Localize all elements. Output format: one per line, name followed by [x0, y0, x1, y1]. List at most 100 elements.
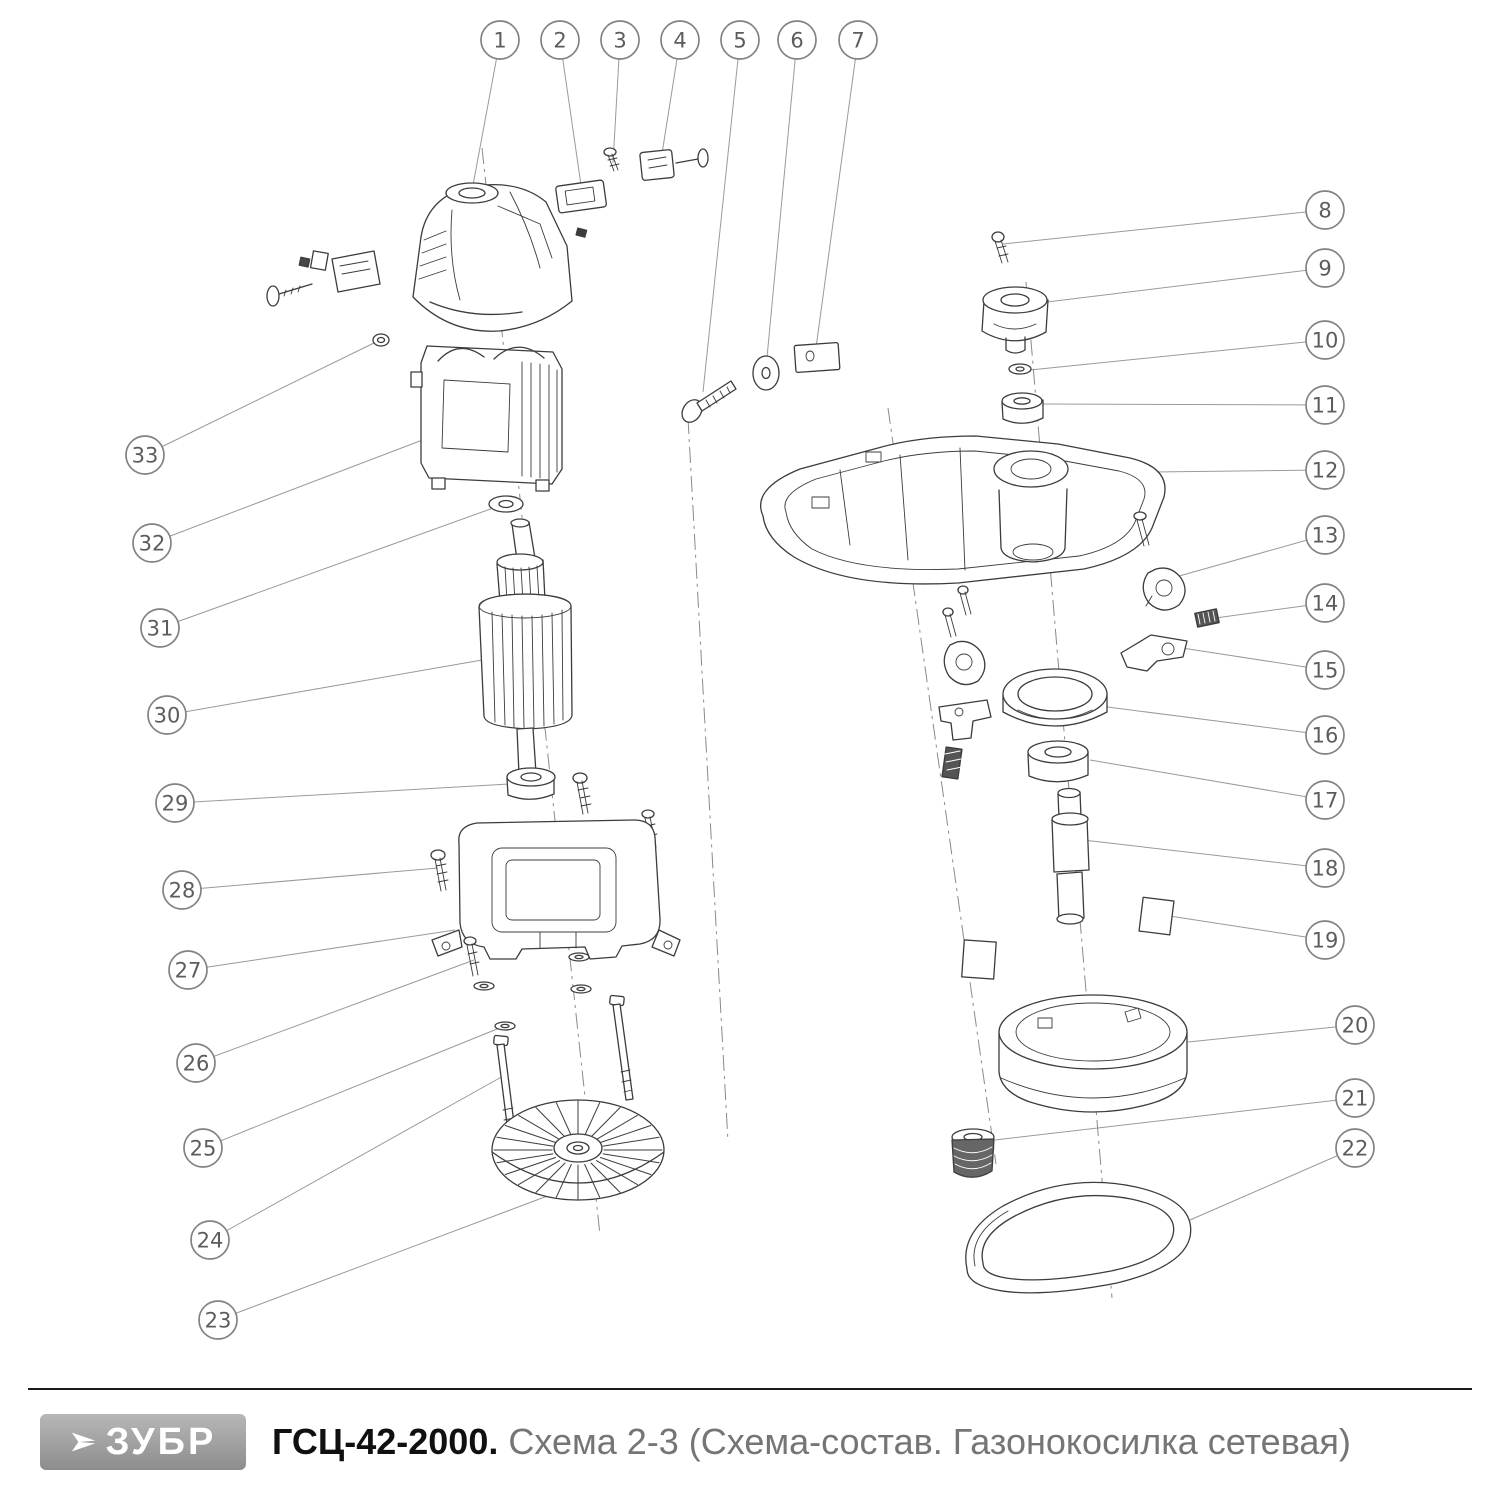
- callout-number: 22: [1342, 1137, 1369, 1161]
- callout-circle: [155, 783, 195, 823]
- zubr-arrow-icon: [71, 1432, 95, 1452]
- part-carbon-brush-left: [266, 250, 381, 307]
- parts-layer: [266, 147, 1220, 1294]
- callout-number: 13: [1312, 524, 1339, 548]
- callout-28: 28: [162, 870, 202, 910]
- fan-fin: [595, 1160, 638, 1186]
- callout-21: 21: [1335, 1078, 1375, 1118]
- callout-number: 11: [1312, 394, 1339, 418]
- callout-number: 14: [1312, 592, 1339, 616]
- callout-circle: [1305, 920, 1345, 960]
- callout-circle: [1305, 450, 1345, 490]
- part-hex-nut: [372, 333, 390, 347]
- callout-number: 9: [1318, 257, 1331, 281]
- callout-18: 18: [1305, 848, 1345, 888]
- callout-11: 11: [1305, 385, 1345, 425]
- part-screw-8: [991, 231, 1009, 264]
- callout-number: 15: [1312, 659, 1339, 683]
- part-screw-28: [430, 849, 449, 892]
- callout-number: 3: [613, 29, 626, 53]
- leader-line-20: [1187, 1024, 1356, 1043]
- footer-divider: [28, 1388, 1472, 1390]
- part-bearing-17: [1027, 740, 1089, 783]
- fan-fin: [555, 1164, 572, 1198]
- callout-number: 16: [1312, 724, 1339, 748]
- leader-line-28: [181, 867, 439, 891]
- callout-circle: [660, 20, 700, 60]
- fan-fins: [493, 1100, 663, 1200]
- part-bracket-left: [938, 699, 992, 741]
- callout-number: 12: [1312, 459, 1339, 483]
- callout-circle: [1305, 583, 1345, 623]
- part-flat-washers: [473, 952, 592, 1031]
- part-deck-housing: [760, 435, 1166, 585]
- part-screw-long: [681, 380, 737, 423]
- callout-circle: [1305, 780, 1345, 820]
- callout-number: 17: [1312, 789, 1339, 813]
- fan-fin: [590, 1162, 621, 1193]
- fan-fin: [504, 1125, 556, 1143]
- callout-circle: [1305, 248, 1345, 288]
- callout-16: 16: [1305, 715, 1345, 755]
- callout-circle: [198, 1300, 238, 1340]
- fan-fin: [496, 1136, 554, 1147]
- callout-number: 25: [190, 1137, 217, 1161]
- part-bearing-ring: [1002, 668, 1108, 727]
- callout-number: 7: [851, 29, 864, 53]
- part-lever: [1120, 634, 1188, 672]
- callout-number: 26: [183, 1052, 210, 1076]
- leader-line-15: [1181, 647, 1326, 671]
- callout-10: 10: [1305, 320, 1345, 360]
- part-cam-lock-right: [1142, 567, 1186, 611]
- schema-subtitle: Схема 2-3 (Схема-состав. Газонокосилка с…: [508, 1421, 1351, 1462]
- part-brush-holder: [555, 179, 607, 214]
- fan-fin: [535, 1162, 566, 1193]
- fan-fin: [602, 1136, 660, 1147]
- callout-circle: [540, 20, 580, 60]
- callout-20: 20: [1335, 1005, 1375, 1045]
- leader-line-5: [702, 39, 741, 393]
- callout-circle: [480, 20, 520, 60]
- leader-line-27: [187, 929, 456, 971]
- callout-circle: [1305, 650, 1345, 690]
- leader-line-19: [1162, 914, 1326, 941]
- leader-line-32: [151, 427, 455, 544]
- callout-1: 1: [480, 20, 520, 60]
- leader-line-30: [166, 659, 483, 716]
- leader-line-2: [559, 39, 583, 193]
- fan-fin: [584, 1164, 601, 1198]
- part-motor-top-cover: [412, 182, 588, 332]
- leader-line-21: [994, 1097, 1356, 1141]
- callout-number: 18: [1312, 857, 1339, 881]
- part-screw-housing-top: [572, 772, 592, 815]
- callout-number: 32: [139, 532, 166, 556]
- part-stator: [410, 345, 563, 492]
- part-washer-top: [488, 495, 524, 513]
- leader-line-7: [814, 39, 859, 356]
- part-bolt-long-right: [609, 994, 634, 1101]
- leader-line-10: [1029, 339, 1326, 371]
- callout-circle: [838, 20, 878, 60]
- part-drive-belt: [965, 1181, 1192, 1294]
- callout-circle: [1305, 190, 1345, 230]
- callout-5: 5: [720, 20, 760, 60]
- part-washer-round: [752, 355, 780, 391]
- callout-circle: [162, 870, 202, 910]
- leader-line-9: [1046, 267, 1326, 303]
- fan-fin: [496, 1153, 554, 1164]
- leader-line-12: [1151, 469, 1326, 473]
- callout-number: 19: [1312, 929, 1339, 953]
- part-clamp-plate: [793, 341, 841, 374]
- part-screw-small: [603, 147, 620, 172]
- leader-line-22: [1189, 1147, 1356, 1221]
- fan-fin: [555, 1102, 572, 1136]
- callout-4: 4: [660, 20, 700, 60]
- leader-line-18: [1082, 839, 1326, 869]
- fan-fin: [535, 1107, 566, 1138]
- callout-number: 23: [205, 1309, 232, 1333]
- part-blade-shaft: [1051, 787, 1090, 925]
- part-bearing-11: [1001, 392, 1044, 424]
- leader-line-24: [209, 1074, 506, 1241]
